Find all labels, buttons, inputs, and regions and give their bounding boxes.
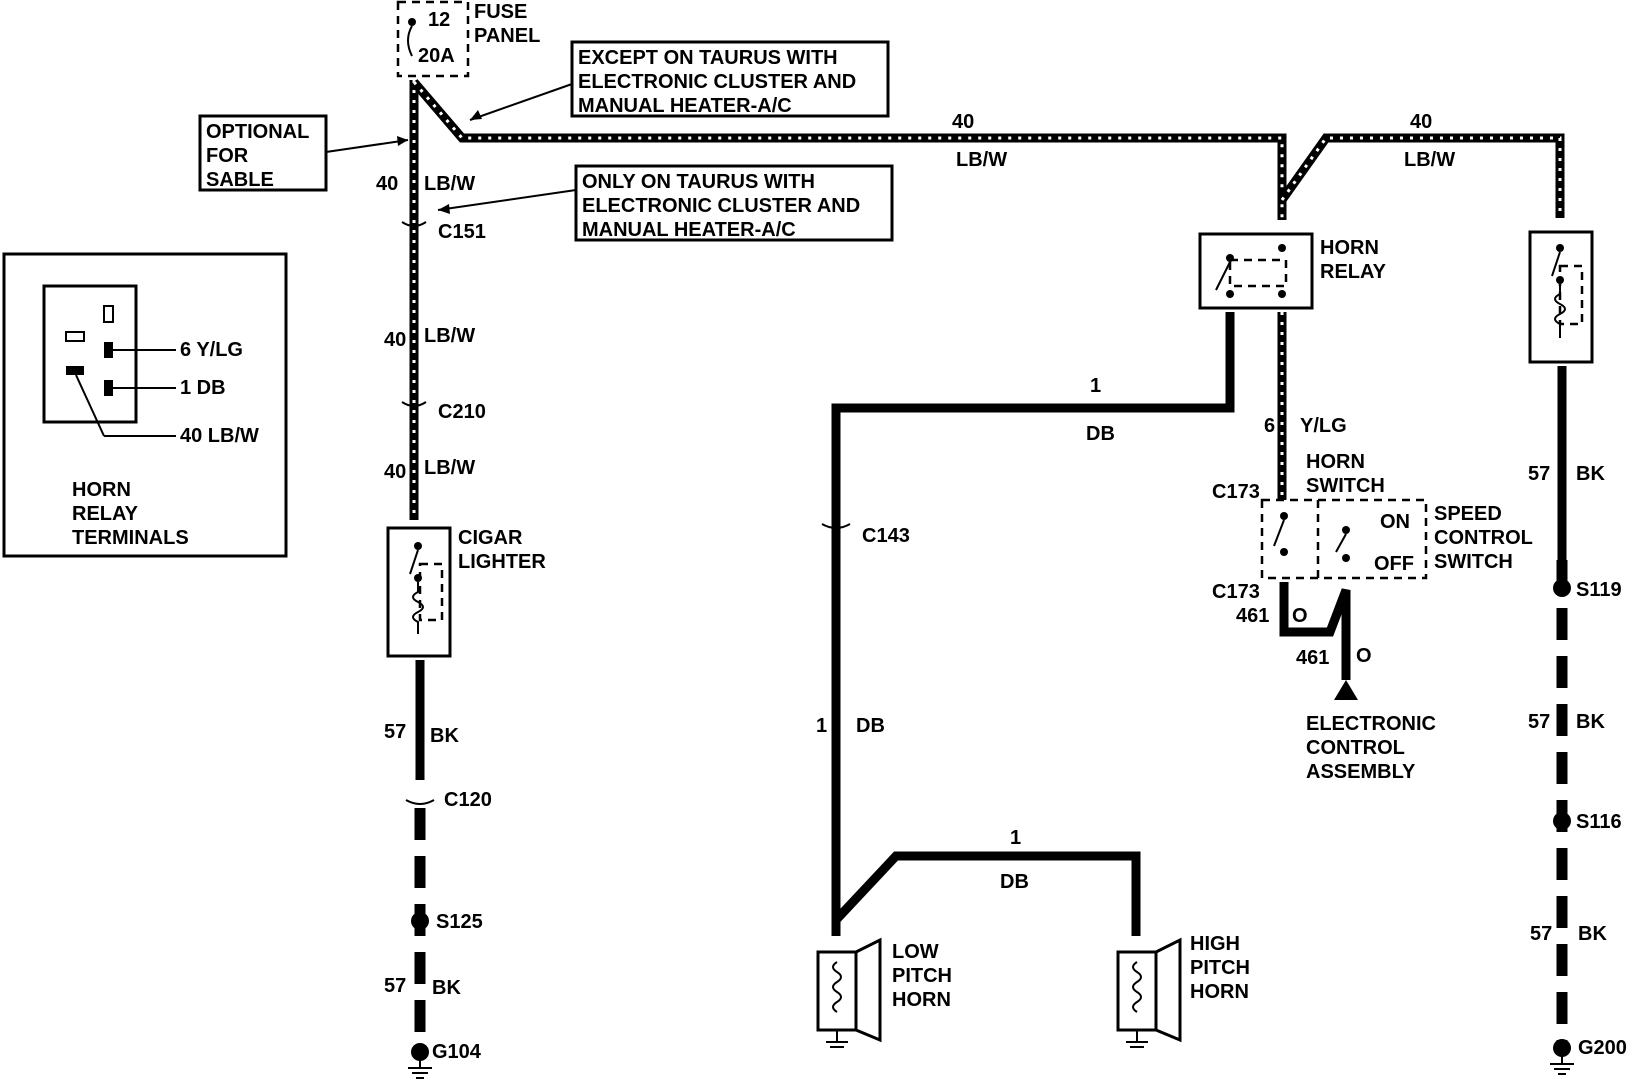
fuse-panel-label-1: FUSE [474,1,527,23]
right-top-wire-color: LB/W [1404,149,1455,171]
low-pitch-horn: LOW PITCH HORN [816,937,952,1048]
high-horn-label-3: HORN [1190,981,1249,1003]
horn-relay: HORN RELAY [1198,232,1387,310]
left-wire-num-2: 40 [384,329,406,351]
ground-g104: G104 [432,1041,482,1063]
left-ground-wire-color-1: BK [430,725,459,747]
relay-terminals-inset: 6 Y/LG 1 DB 40 LB/W HORN RELAY TERMINALS [2,252,288,558]
left-wire-num-3: 40 [384,461,406,483]
right-wire-color-1: BK [1576,463,1605,485]
left-ground-wire-num-1: 57 [384,721,406,743]
top-feed-wire: 40 LB/W 40 LB/W [410,79,1565,220]
note-only: ONLY ON TAURUS WITH ELECTRONIC CLUSTER A… [437,164,894,242]
terminal-pin-2: 1 DB [180,377,226,399]
right-wire-num-1: 57 [1528,463,1550,485]
left-wire-color-3: LB/W [424,457,475,479]
note-only-line-2: ELECTRONIC CLUSTER AND [582,195,860,217]
speed-control-label-1: SPEED [1434,503,1502,525]
inset-title-2: RELAY [72,503,139,525]
ground-symbol-icon [408,1060,432,1079]
high-horn-label-2: PITCH [1190,957,1250,979]
horn-vertical-num: 1 [816,715,827,737]
inset-title-3: TERMINALS [72,527,189,549]
splice-s125: S125 [436,911,483,933]
cigar-lighter-label-2: LIGHTER [458,551,546,573]
note-optional-line-1: OPTIONAL [206,121,309,143]
right-circuit: 57 BK S119 57 BK S116 57 BK G200 [1528,230,1627,1075]
speed-on-label: ON [1380,511,1410,533]
low-horn-label-1: LOW [892,941,939,963]
speed-off-label: OFF [1374,553,1414,575]
horn-switch-wire-color: Y/LG [1300,415,1347,437]
horn-switch-label-1: HORN [1306,451,1365,473]
eca-label-2: CONTROL [1306,737,1405,759]
left-wire-num-1: 40 [376,173,398,195]
note-optional-line-3: SABLE [206,169,274,191]
top-wire-num: 40 [952,111,974,133]
horn-switch-wire-num: 6 [1264,415,1275,437]
right-wire-color-2: BK [1576,711,1605,733]
right-wire-num-3: 57 [1530,923,1552,945]
note-optional-line-2: FOR [206,145,249,167]
low-horn-label-2: PITCH [892,965,952,987]
orange-wire-color-2: O [1356,645,1372,667]
note-except: EXCEPT ON TAURUS WITH ELECTRONIC CLUSTER… [469,40,890,121]
fuse-panel-label-2: PANEL [474,25,540,47]
note-except-line-2: ELECTRONIC CLUSTER AND [578,71,856,93]
orange-wire-num-2: 461 [1296,647,1329,669]
left-circuit: 40 LB/W C151 40 LB/W C210 40 LB/W CIGAR … [376,80,546,1079]
horn-vertical-color: DB [856,715,885,737]
left-ground-wire-color-2: BK [432,977,461,999]
inset-title-1: HORN [72,479,131,501]
left-wire-color-1: LB/W [424,173,475,195]
horn-switch-label-2: SWITCH [1306,475,1385,497]
eca-arrow-icon [1334,680,1358,700]
relay-db-color: DB [1086,423,1115,445]
fuse-block: 12 20A FUSE PANEL [396,0,540,78]
left-ground-wire-num-2: 57 [384,975,406,997]
high-pitch-horn: HIGH PITCH HORN [1116,933,1250,1048]
terminal-pin-1: 6 Y/LG [180,339,243,361]
horn-feed-num: 1 [1010,827,1021,849]
eca-label-1: ELECTRONIC [1306,713,1436,735]
fuse-rating: 20A [418,45,455,67]
note-except-line-3: MANUAL HEATER-A/C [578,95,792,117]
right-top-wire-num: 40 [1410,111,1432,133]
orange-wire-num-1: 461 [1236,605,1269,627]
fuse-number: 12 [428,9,450,31]
high-horn-label-1: HIGH [1190,933,1240,955]
eca-label-3: ASSEMBLY [1306,761,1416,783]
note-except-line-1: EXCEPT ON TAURUS WITH [578,47,838,69]
splice-s116: S116 [1576,811,1622,833]
right-wire-num-2: 57 [1528,711,1550,733]
horn-relay-label-1: HORN [1320,237,1379,259]
note-only-line-1: ONLY ON TAURUS WITH [582,171,815,193]
connector-c173-top: C173 [1212,481,1260,503]
note-only-line-3: MANUAL HEATER-A/C [582,219,796,241]
horn-feed-wire: 1 DB C143 1 DB 1 DB [816,312,1235,936]
connector-c120: C120 [444,789,492,811]
horn-relay-label-2: RELAY [1320,261,1387,283]
note-optional: OPTIONAL FOR SABLE [198,114,409,192]
splice-s119: S119 [1576,579,1622,601]
terminal-pin-3: 40 LB/W [180,425,259,447]
ground-g200: G200 [1578,1037,1627,1059]
low-horn-label-3: HORN [892,989,951,1011]
connector-c173-bottom: C173 [1212,581,1260,603]
right-wire-color-3: BK [1578,923,1607,945]
left-wire-color-2: LB/W [424,325,475,347]
ground-symbol-icon [1550,1056,1574,1075]
connector-c210: C210 [438,401,486,423]
connector-c151: C151 [438,221,486,243]
relay-db-num: 1 [1090,375,1101,397]
orange-wire-color-1: O [1292,605,1308,627]
horn-switch: 6 Y/LG HORN SWITCH C173 ON OFF SPEED CON… [1212,312,1533,783]
speed-control-label-2: CONTROL [1434,527,1533,549]
top-wire-color: LB/W [956,149,1007,171]
connector-c143: C143 [862,525,910,547]
speed-control-label-3: SWITCH [1434,551,1513,573]
horn-feed-color: DB [1000,871,1029,893]
cigar-lighter-label-1: CIGAR [458,527,523,549]
